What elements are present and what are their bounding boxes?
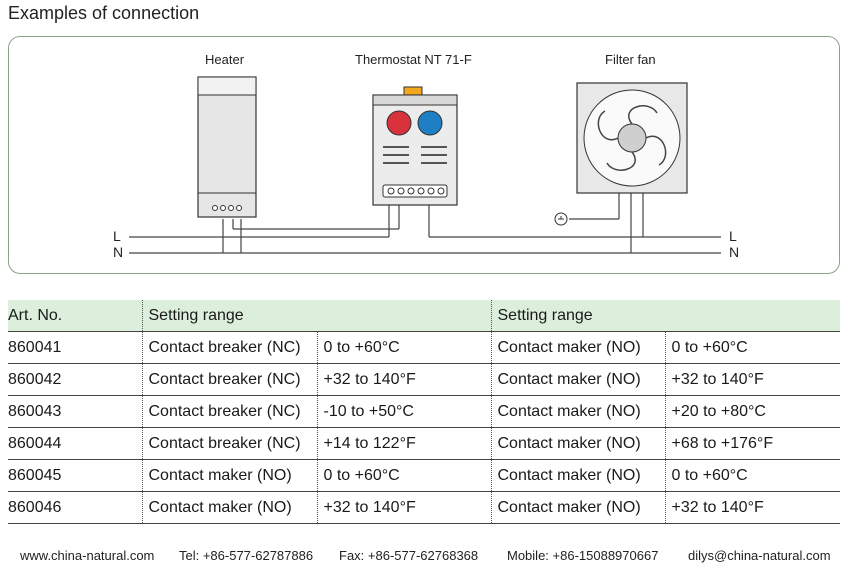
footer-tel: Tel: +86-577-62787886 [179, 548, 314, 563]
wiring-lines [129, 193, 721, 254]
cell-range-2: +20 to +80°C [664, 395, 840, 428]
cell-contact-1: Contact maker (NO) [141, 491, 317, 524]
cell-range-1: +32 to 140°F [316, 363, 491, 396]
cell-range-2: 0 to +60°C [664, 459, 840, 492]
right-n-label: N [729, 244, 740, 260]
cell-contact-1: Contact maker (NO) [141, 459, 317, 492]
header-setting-range-2: Setting range [490, 300, 840, 332]
heater-label: Heater [205, 52, 245, 67]
cell-range-2: +32 to 140°F [664, 363, 840, 396]
cell-contact-2: Contact maker (NO) [490, 363, 665, 396]
left-l-label: L [113, 228, 121, 244]
cell-contact-2: Contact maker (NO) [490, 427, 665, 460]
cell-range-2: 0 to +60°C [664, 331, 840, 364]
cell-range-2: +32 to 140°F [664, 491, 840, 524]
fan-icon [576, 82, 688, 194]
fan-label: Filter fan [605, 52, 656, 67]
table-row: 860041 Contact breaker (NC) 0 to +60°C C… [8, 331, 840, 364]
left-n-label: N [113, 244, 124, 260]
table-row: 860045 Contact maker (NO) 0 to +60°C Con… [8, 459, 840, 492]
page-title: Examples of connection [8, 3, 200, 23]
right-l-label: L [729, 228, 737, 244]
cell-range-1: +14 to 122°F [316, 427, 491, 460]
table-row: 860046 Contact maker (NO) +32 to 140°F C… [8, 491, 840, 524]
cell-contact-2: Contact maker (NO) [490, 331, 665, 364]
cell-range-1: -10 to +50°C [316, 395, 491, 428]
header-setting-range-1: Setting range [141, 300, 491, 332]
cell-contact-1: Contact breaker (NC) [141, 363, 317, 396]
table-row: 860043 Contact breaker (NC) -10 to +50°C… [8, 395, 840, 428]
footer-fax: Fax: +86-577-62768368 [339, 548, 479, 563]
cell-art-no: 860045 [8, 459, 142, 492]
footer-mobile: Mobile: +86-15088970667 [507, 548, 659, 563]
footer-email[interactable]: dilys@china-natural.com [688, 548, 831, 563]
cell-range-2: +68 to +176°F [664, 427, 840, 460]
header-art-no: Art. No. [8, 300, 142, 332]
cell-contact-1: Contact breaker (NC) [141, 427, 317, 460]
connection-diagram: Heater Thermostat NT 71-F Filter fan L N… [8, 36, 840, 274]
cell-art-no: 860043 [8, 395, 142, 428]
footer-website[interactable]: www.china-natural.com [20, 548, 155, 563]
table-header-row: Art. No. Setting range Setting range [8, 300, 840, 332]
thermostat-label: Thermostat NT 71-F [355, 52, 472, 67]
cell-range-1: 0 to +60°C [316, 459, 491, 492]
spec-table: Art. No. Setting range Setting range 860… [8, 300, 840, 524]
table-row: 860044 Contact breaker (NC) +14 to 122°F… [8, 427, 840, 460]
heater-icon [197, 76, 257, 218]
thermostat-icon [372, 86, 458, 206]
cell-art-no: 860041 [8, 331, 142, 364]
cell-range-1: 0 to +60°C [316, 331, 491, 364]
cell-contact-1: Contact breaker (NC) [141, 395, 317, 428]
cell-contact-2: Contact maker (NO) [490, 395, 665, 428]
cell-contact-1: Contact breaker (NC) [141, 331, 317, 364]
cell-range-1: +32 to 140°F [316, 491, 491, 524]
wiring-diagram [129, 76, 721, 254]
cell-contact-2: Contact maker (NO) [490, 459, 665, 492]
cell-art-no: 860046 [8, 491, 142, 524]
cell-contact-2: Contact maker (NO) [490, 491, 665, 524]
table-row: 860042 Contact breaker (NC) +32 to 140°F… [8, 363, 840, 396]
cell-art-no: 860044 [8, 427, 142, 460]
cell-art-no: 860042 [8, 363, 142, 396]
ground-icon [554, 212, 568, 226]
